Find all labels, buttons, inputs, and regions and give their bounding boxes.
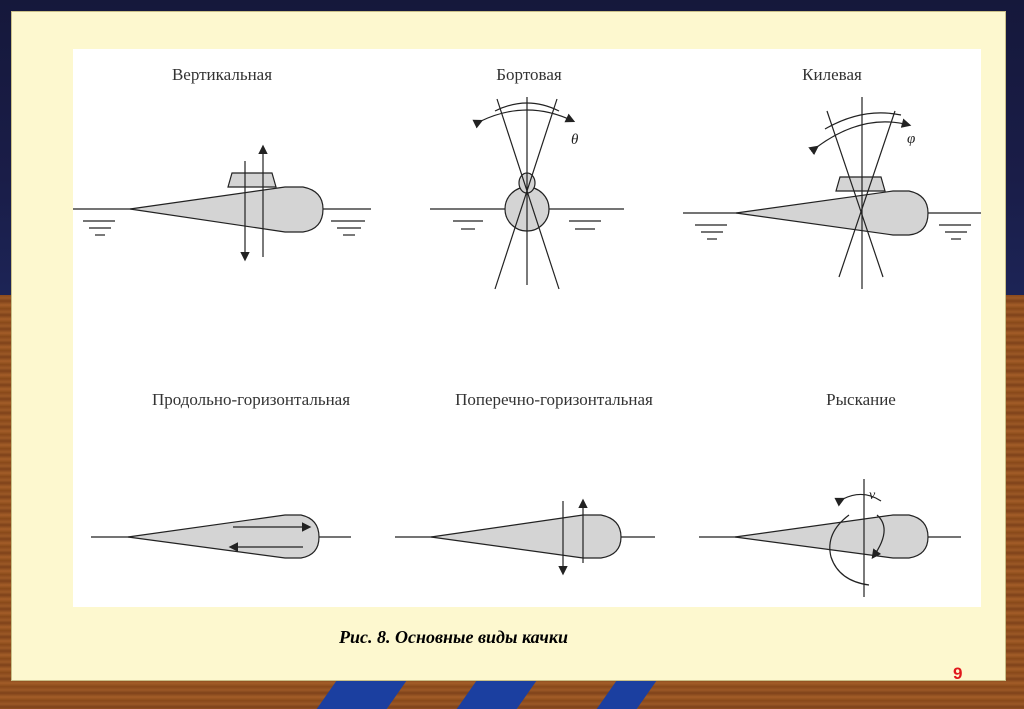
label-vertical: Вертикальная <box>171 65 273 84</box>
label-surge: Продольно-горизонтальная <box>151 390 351 409</box>
label-yaw: Рыскание <box>826 390 896 409</box>
figure-panel: θ φ <box>73 49 981 607</box>
vertical-heave-sketch <box>73 144 371 262</box>
phi-symbol: φ <box>907 131 915 147</box>
label-pitch: Килевая <box>802 65 862 84</box>
figure-caption: Рис. 8. Основные виды качки <box>339 627 568 647</box>
pitch-sketch <box>683 97 981 289</box>
label-roll: Бортовая <box>496 65 562 84</box>
slide: θ φ <box>11 11 1006 683</box>
label-sway: Поперечно-горизонтальная <box>455 390 653 409</box>
roll-sketch <box>430 97 624 290</box>
psi-symbol: ν <box>869 488 876 503</box>
theta-symbol: θ <box>571 132 579 148</box>
surge-sketch <box>91 514 351 559</box>
motion-diagram: θ φ <box>73 97 981 597</box>
yaw-sketch <box>699 479 961 597</box>
page-number: 9 <box>953 664 963 683</box>
sway-sketch <box>395 498 655 576</box>
